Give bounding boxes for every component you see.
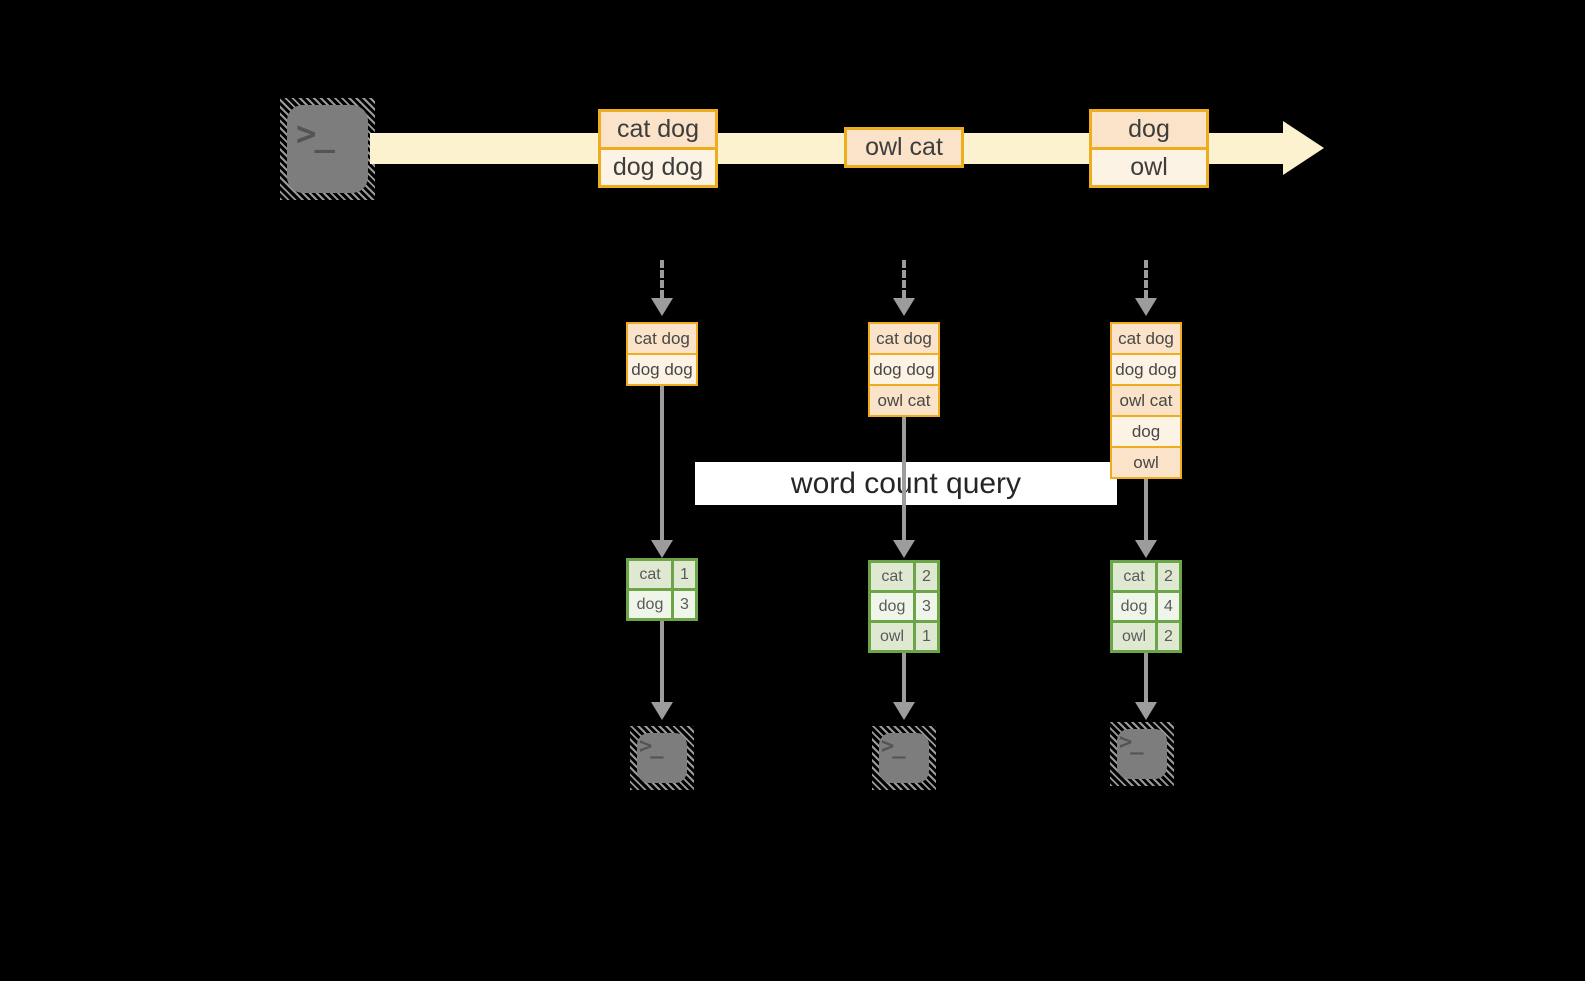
output-arrow-stem bbox=[902, 653, 906, 702]
state-record: owl bbox=[1112, 446, 1180, 477]
input-state-3: cat dog dog dog owl cat dog owl bbox=[1110, 322, 1182, 479]
word-cell: dog bbox=[629, 591, 671, 618]
word-cell: dog bbox=[871, 593, 913, 620]
input-state-2: cat dog dog dog owl cat bbox=[868, 322, 940, 417]
query-arrow-head-icon bbox=[893, 540, 915, 558]
terminal-screen bbox=[1117, 729, 1167, 779]
word-cell: cat bbox=[629, 561, 671, 588]
ingest-arrow-stem bbox=[1144, 260, 1148, 298]
terminal-screen bbox=[637, 733, 687, 783]
stream-record: owl cat bbox=[847, 130, 961, 165]
query-arrow-stem bbox=[902, 417, 906, 540]
state-record: cat dog bbox=[628, 324, 696, 353]
ingest-arrow-head-icon bbox=[893, 298, 915, 316]
word-cell: cat bbox=[871, 563, 913, 590]
source-terminal-icon: >_ bbox=[280, 98, 375, 200]
state-record: dog bbox=[1112, 415, 1180, 446]
word-count-table-2: cat 2 dog 3 owl 1 bbox=[868, 560, 940, 653]
word-cell: dog bbox=[1113, 593, 1155, 620]
output-arrow-head-icon bbox=[651, 702, 673, 720]
stream-record: owl bbox=[1092, 147, 1206, 185]
stream-record: cat dog bbox=[601, 112, 715, 147]
count-cell: 3 bbox=[916, 593, 937, 620]
count-cell: 3 bbox=[674, 591, 695, 618]
word-cell: owl bbox=[871, 623, 913, 650]
query-arrow-stem bbox=[1144, 479, 1148, 540]
word-cell: cat bbox=[1113, 563, 1155, 590]
state-record: dog dog bbox=[1112, 353, 1180, 384]
terminal-screen bbox=[879, 733, 929, 783]
state-record: owl cat bbox=[870, 384, 938, 415]
state-record: dog dog bbox=[628, 353, 696, 384]
state-record: cat dog bbox=[1112, 324, 1180, 353]
count-cell: 2 bbox=[916, 563, 937, 590]
terminal-screen bbox=[287, 105, 368, 193]
query-arrow-head-icon bbox=[651, 540, 673, 558]
word-cell: owl bbox=[1113, 623, 1155, 650]
word-count-table-1: cat 1 dog 3 bbox=[626, 558, 698, 621]
stream-record: dog bbox=[1092, 112, 1206, 147]
stream-arrow-head-icon bbox=[1283, 121, 1324, 175]
output-arrow-head-icon bbox=[1135, 702, 1157, 720]
output-terminal-icon: >_ bbox=[630, 726, 694, 790]
count-cell: 1 bbox=[916, 623, 937, 650]
input-state-1: cat dog dog dog bbox=[626, 322, 698, 386]
output-arrow-stem bbox=[660, 621, 664, 702]
query-arrow-stem bbox=[660, 386, 664, 540]
output-terminal-icon: >_ bbox=[1110, 722, 1174, 786]
terminal-prompt-icon: >_ bbox=[639, 734, 663, 759]
stream-record: dog dog bbox=[601, 147, 715, 185]
count-cell: 1 bbox=[674, 561, 695, 588]
stream-batch-3: dog owl bbox=[1089, 109, 1209, 188]
stream-batch-1: cat dog dog dog bbox=[598, 109, 718, 188]
count-cell: 2 bbox=[1158, 563, 1179, 590]
ingest-arrow-stem bbox=[660, 260, 664, 298]
ingest-arrow-head-icon bbox=[651, 298, 673, 316]
query-arrow-head-icon bbox=[1135, 540, 1157, 558]
ingest-arrow-stem bbox=[902, 260, 906, 298]
state-record: cat dog bbox=[870, 324, 938, 353]
output-arrow-head-icon bbox=[893, 702, 915, 720]
terminal-prompt-icon: >_ bbox=[1119, 730, 1143, 755]
word-count-table-3: cat 2 dog 4 owl 2 bbox=[1110, 560, 1182, 653]
state-record: dog dog bbox=[870, 353, 938, 384]
query-label: word count query bbox=[695, 462, 1117, 505]
stream-batch-2: owl cat bbox=[844, 127, 964, 168]
state-record: owl cat bbox=[1112, 384, 1180, 415]
ingest-arrow-head-icon bbox=[1135, 298, 1157, 316]
count-cell: 2 bbox=[1158, 623, 1179, 650]
terminal-prompt-icon: >_ bbox=[881, 734, 905, 759]
count-cell: 4 bbox=[1158, 593, 1179, 620]
output-terminal-icon: >_ bbox=[872, 726, 936, 790]
terminal-prompt-icon: >_ bbox=[296, 114, 335, 154]
output-arrow-stem bbox=[1144, 653, 1148, 702]
